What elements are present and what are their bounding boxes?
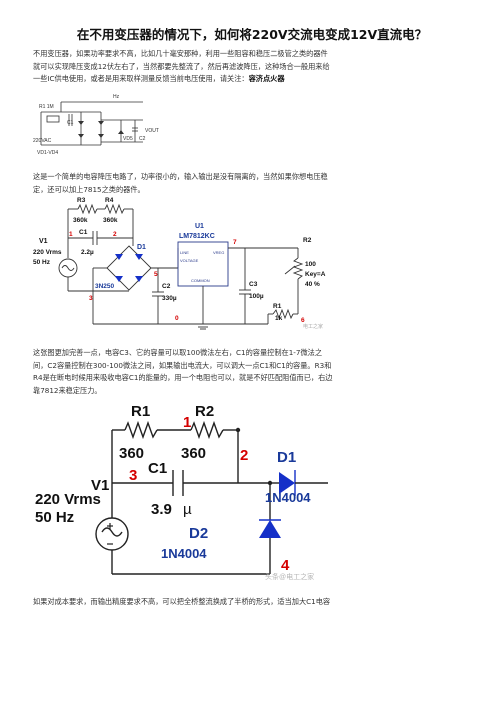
fig3-node-3: 3	[129, 467, 137, 484]
p4-line-1: 如果对成本要求，而输出精度要求不高，可以把全桥整流换成了半桥的形式，适当加大C1…	[33, 597, 331, 606]
figure-2-circuit: R3 360k R4 360k C1 2.2µ V1 220 Vrms 50 H…	[33, 197, 326, 330]
intro-line-1: 不用变压器，如果功率要求不高，比如几十毫安那种，利用一些阻容和稳压二极管之类的器…	[33, 49, 328, 58]
fig2-node-0: 0	[175, 315, 179, 322]
fig2-node-1: 1	[69, 231, 73, 238]
p3-line-3: R4是在断电时候用来吸收电容C1的能量的，用一个电阻也可以，就是不好匹配阻值而已…	[33, 373, 333, 382]
fig1-r1-label: R1 1M	[39, 104, 54, 110]
fig3-v1: V1	[91, 477, 109, 494]
fig1-ac-label: 220VAC	[33, 138, 52, 144]
fig2-r2-value: 100	[305, 261, 316, 268]
fig2-u1: U1	[195, 223, 204, 230]
p2-line-1: 这是一个简单的电容降压电路了，功率很小的，输入输出是没有隔离的，当然如果你想电压…	[33, 172, 328, 181]
fig2-r1: R1	[273, 303, 282, 310]
fig2-node-7: 7	[233, 239, 237, 246]
fig3-d2-value: 1N4004	[161, 546, 207, 561]
fig3-d1: D1	[277, 449, 296, 466]
fig2-c3: C3	[249, 281, 258, 288]
intro-paragraph: 不用变压器，如果功率要求不高，比如几十毫安那种，利用一些阻容和稳压二极管之类的器…	[33, 48, 473, 86]
fig2-v1: V1	[39, 238, 48, 245]
fig2-u1-line: LINE	[180, 250, 189, 255]
intro-line-3: 一些IC供电使用，或者是用来取样测量反馈当前电压使用，请关注：	[33, 74, 249, 83]
fig2-r3: R3	[77, 197, 86, 204]
fig3-c1-value: 3.9	[151, 501, 172, 518]
p3-line-1: 这张图更加完善一点，电容C3、它的容量可以取100微法左右，C1的容量控制在1-…	[33, 348, 323, 357]
fig2-u1-vreg: VREG	[213, 250, 224, 255]
fig3-watermark: 头条@电工之家	[265, 572, 314, 581]
fig1-vout-label: VOUT	[145, 128, 159, 134]
page-title: 在不用变压器的情况下，如何将220V交流电变成12V直流电？	[76, 27, 428, 42]
fig2-r1-value: 1k	[275, 315, 283, 322]
fig1-c2-label: C2	[139, 136, 146, 142]
fig3-r2: R2	[195, 403, 214, 420]
fig2-v1-freq: 50 Hz	[33, 259, 51, 266]
fig3-c1: C1	[148, 460, 167, 477]
fig2-u1-common: COMMON	[191, 278, 210, 283]
fig3-node-1: 1	[183, 414, 191, 431]
p3-line-4: 靠7812来稳定压力。	[33, 385, 102, 395]
fig3-r1: R1	[131, 403, 150, 420]
fig3-r2-value: 360	[181, 445, 206, 462]
fig2-c3-value: 100µ	[249, 293, 264, 300]
paragraph-2: 这是一个简单的电容降压电路了，功率很小的，输入输出是没有隔离的，当然如果你想电压…	[33, 171, 473, 196]
fig3-v1-value: 220 Vrms	[35, 491, 101, 508]
p3-line-2: 间，C2容量控制在300-100微法之间，如果输出电流大，可以调大一点C1和C1…	[33, 360, 332, 370]
figure-1-circuit: Hz R1 1M C1 220VAC VOUT VD1-VD4 VD5 C2	[33, 94, 159, 156]
fig3-r1-value: 360	[119, 445, 144, 462]
fig2-node-2: 2	[113, 231, 117, 238]
fig1-vd5-label: VD5	[123, 136, 133, 142]
fig1-diodes-label: VD1-VD4	[37, 150, 58, 156]
fig3-d1-value: 1N4004	[265, 490, 311, 505]
fig3-node-4: 4	[281, 557, 290, 574]
fig2-r2-percent: 40 %	[305, 281, 320, 288]
fig2-u1-voltage: VOLTAGE	[180, 258, 199, 263]
fig2-u1-value: LM7812KC	[179, 233, 215, 240]
fig3-c1-micro: µ	[183, 501, 192, 518]
fig2-r3-value: 360k	[73, 217, 88, 224]
intro-emphasis: 容济点火器	[248, 74, 285, 83]
fig3-v1-freq: 50 Hz	[35, 509, 74, 526]
figure-3-circuit: R1 360 R2 360 C1 3.9 µ V1 220 Vrms 50 Hz…	[35, 403, 328, 581]
fig2-c1: C1	[79, 229, 88, 236]
fig2-v1-value: 220 Vrms	[33, 249, 62, 256]
paragraph-4: 如果对成本要求，而输出精度要求不高，可以把全桥整流换成了半桥的形式，适当加大C1…	[33, 596, 473, 609]
fig2-c2: C2	[162, 283, 171, 290]
fig2-r4-value: 360k	[103, 217, 118, 224]
fig2-bridge: 3N250	[95, 283, 115, 290]
fig1-c1-label: C1	[67, 120, 74, 126]
fig2-r4: R4	[105, 197, 114, 204]
fig3-node-2: 2	[240, 447, 248, 464]
fig2-d1: D1	[137, 244, 146, 251]
intro-line-2: 就可以实现降压变成12伏左右了，当然都要先整流了，然后再滤波降压，这种场合一般用…	[33, 61, 330, 71]
fig2-r2-key: Key=A	[305, 271, 326, 278]
fig2-c1-value: 2.2µ	[81, 249, 94, 256]
fig2-r2: R2	[303, 237, 312, 244]
fig3-d2: D2	[189, 525, 208, 542]
paragraph-3: 这张图更加完善一点，电容C3、它的容量可以取100微法左右，C1的容量控制在1-…	[33, 347, 473, 397]
fig2-node-6: 6	[301, 317, 305, 324]
p2-line-2: 定，还可以加上7815之类的器件。	[33, 184, 145, 194]
intro-line-3-wrap: 一些IC供电使用，或者是用来取样测量反馈当前电压使用，请关注：容济点火器	[33, 73, 473, 86]
fig2-watermark: 电工之家	[303, 323, 323, 330]
fig2-node-3: 3	[89, 295, 93, 302]
fig1-hz-label: Hz	[113, 94, 120, 100]
fig2-node-5: 5	[154, 271, 158, 278]
fig2-c2-value: 330µ	[162, 295, 177, 302]
